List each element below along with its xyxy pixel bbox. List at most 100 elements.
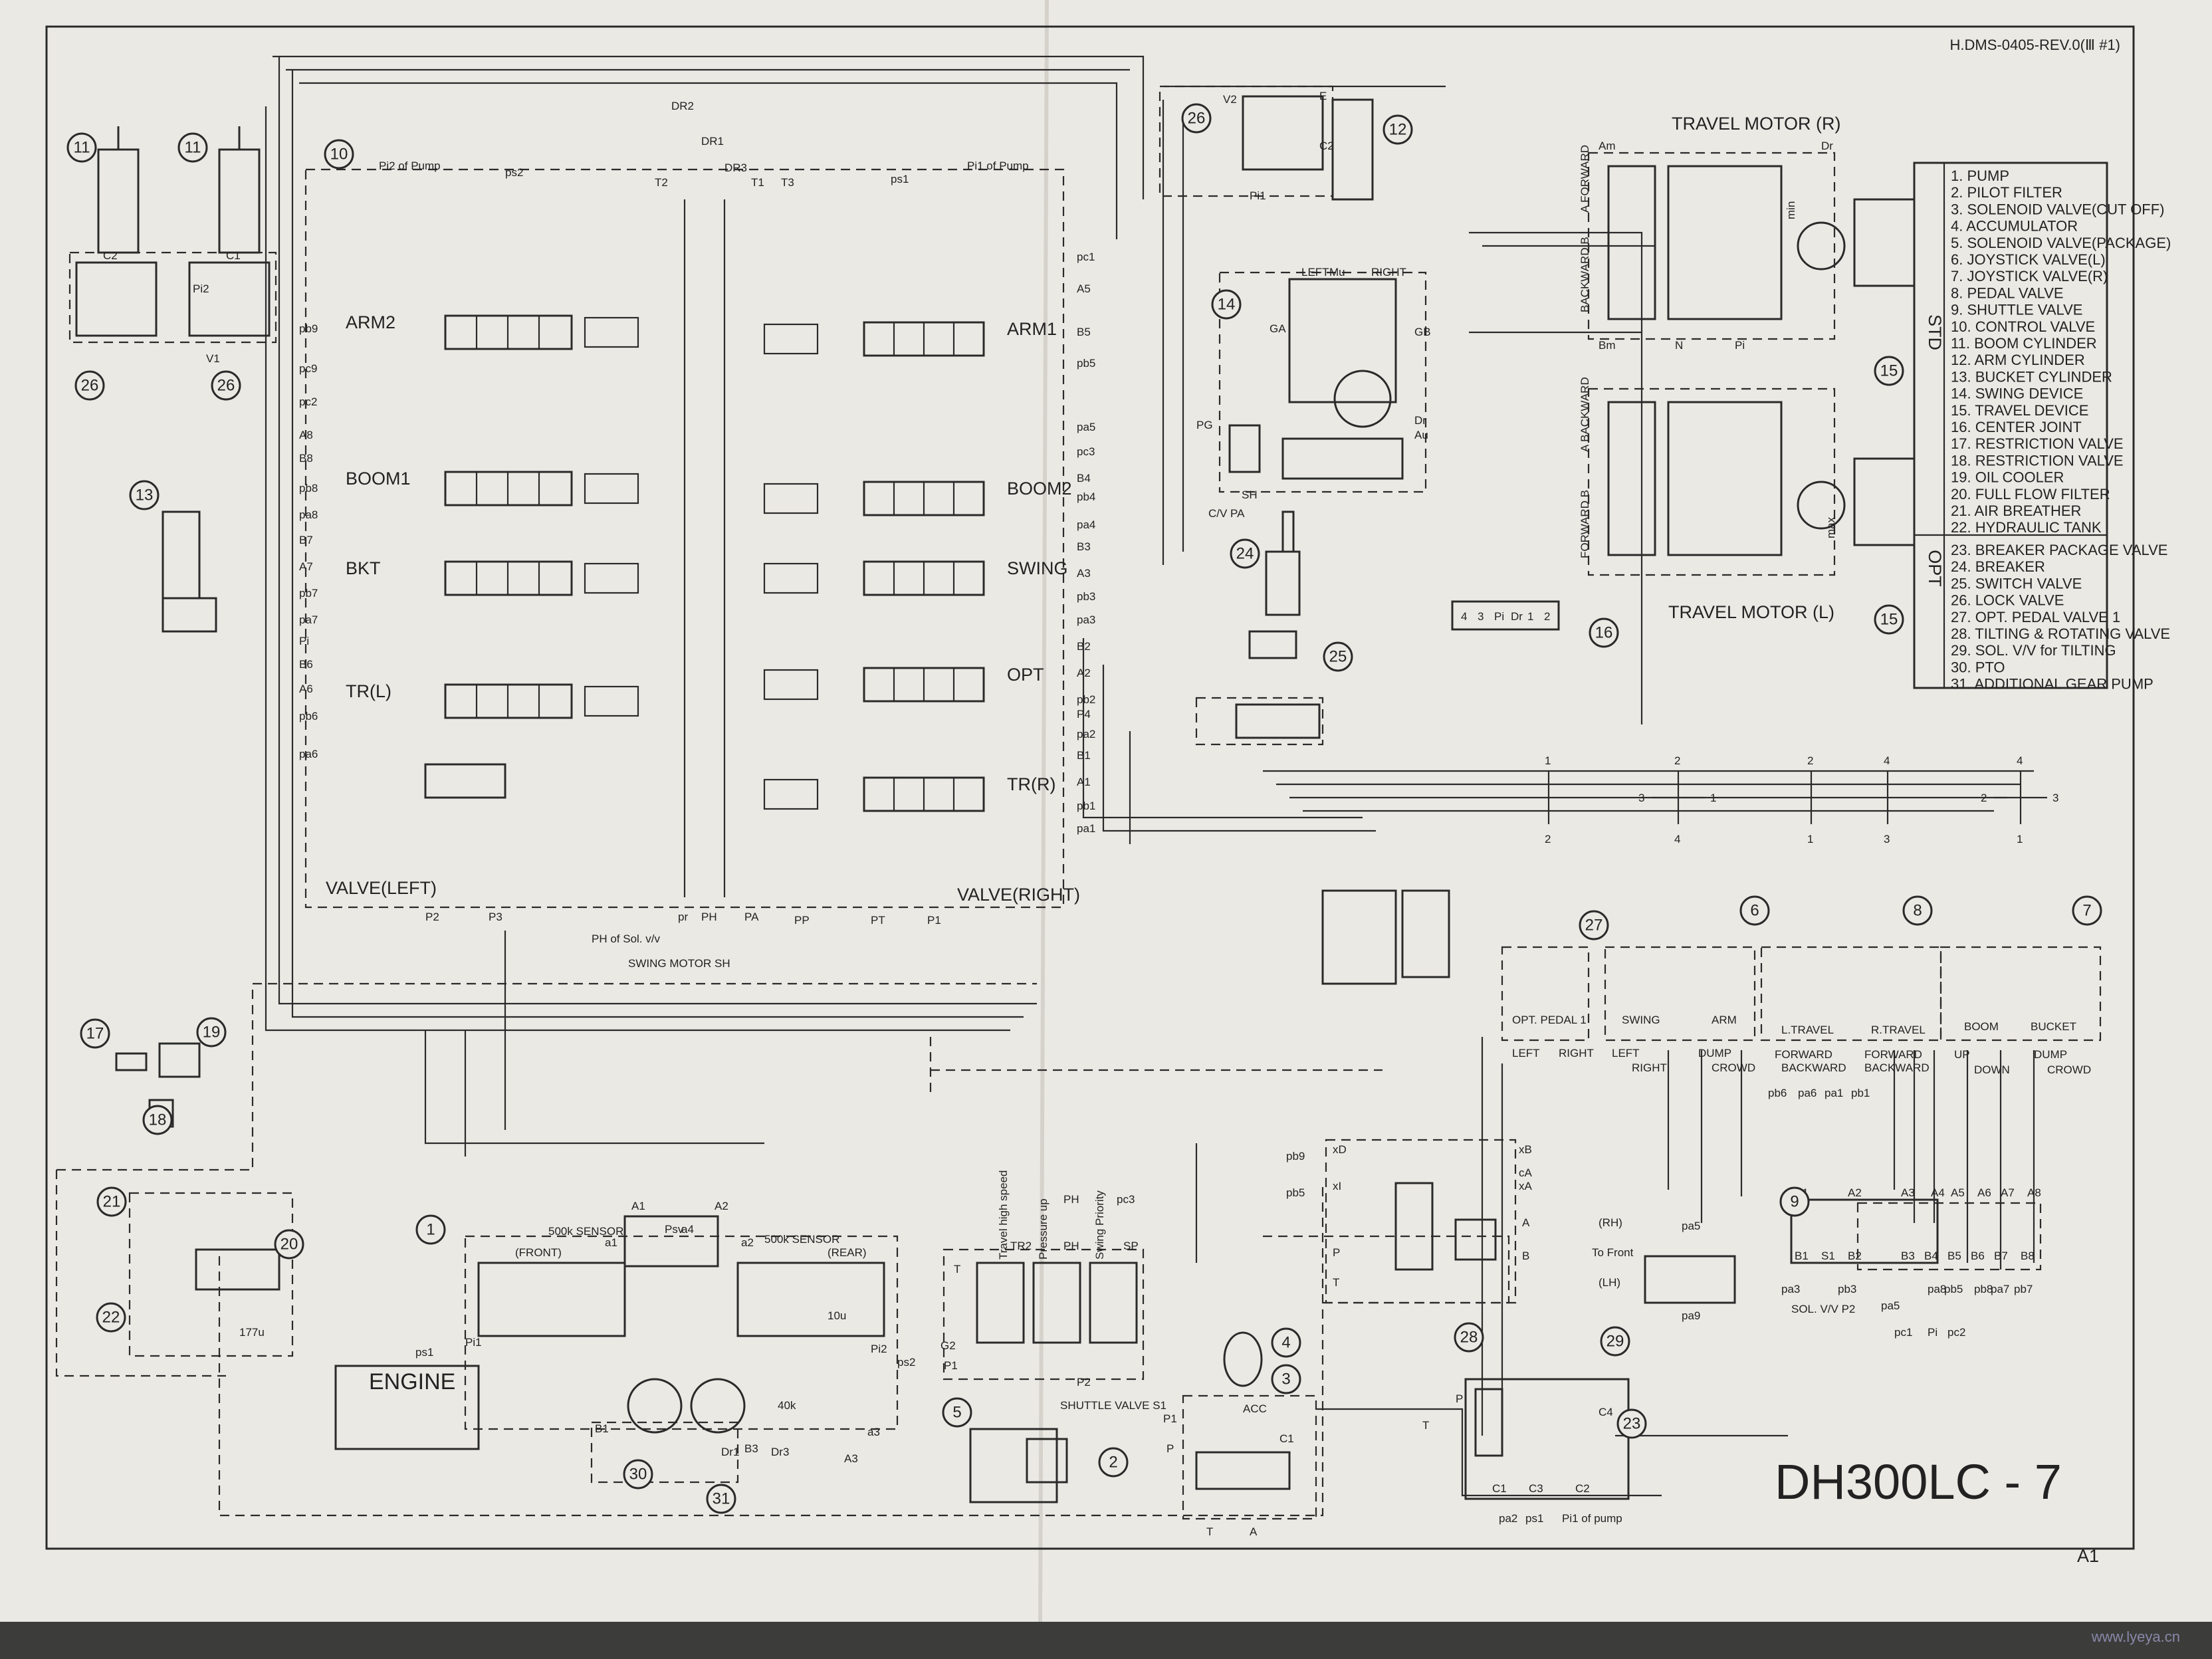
pump-port-2: Psv — [665, 1223, 684, 1236]
label-backward-r: BACKWARD — [1864, 1061, 1930, 1074]
label-sol-vv-p2: SOL. V/V P2 — [1791, 1303, 1855, 1315]
label-t: T — [1206, 1525, 1213, 1538]
label-a-backward: A BACKWARD — [1579, 377, 1591, 452]
component-number-27: 27 — [1585, 917, 1603, 935]
port-pc3: pc3 — [1077, 445, 1095, 458]
legend-item-13: 13. BUCKET CYLINDER — [1951, 368, 2112, 385]
component-bubble-6 — [1739, 895, 1770, 926]
label-a: A — [1250, 1525, 1258, 1538]
port-dr-r: Dr — [1821, 140, 1833, 152]
component-number-2: 2 — [1109, 1454, 1117, 1472]
component-bubble-12 — [1382, 114, 1413, 145]
shuttle5-port-3: Swing Priority — [1093, 1190, 1106, 1260]
shuttle5-port-11: G2 — [940, 1339, 956, 1352]
legend-item-11: 11. BOOM CYLINDER — [1951, 335, 2097, 352]
tilt-port-4: xB — [1519, 1143, 1532, 1156]
direction-left-4: 2 — [1981, 792, 1987, 804]
label-swing-motor-sh: SWING MOTOR SH — [628, 957, 730, 970]
component-bubble-10 — [324, 139, 354, 169]
component-bubble-27 — [1579, 910, 1609, 940]
pilot-filter — [969, 1428, 1068, 1503]
pump-port-5: a2 — [741, 1236, 754, 1249]
legend-item-15: 15. TRAVEL DEVICE — [1951, 402, 2088, 419]
spool-label-trl: TR(L) — [346, 681, 391, 701]
shuttle5-port-8: SP — [1123, 1240, 1139, 1252]
label-forward-b: FORWARD B — [1579, 490, 1591, 558]
cj-port-0: 4 — [1461, 610, 1467, 623]
direction-bottom-2: 1 — [1807, 833, 1813, 845]
direction-left-1: 3 — [1638, 792, 1644, 804]
port-p1: P1 — [927, 914, 941, 927]
label-right: RIGHT — [1632, 1061, 1667, 1074]
port-t1: T1 — [751, 176, 764, 189]
engine-label: ENGINE — [369, 1369, 455, 1394]
accumulator-cutoff: ACC C1 P1 P T A — [1163, 1331, 1317, 1538]
shuttle5-port-9: P1 — [944, 1359, 958, 1372]
shuttle9-b6: B6 — [1971, 1250, 1985, 1262]
swing-pg: PG — [1196, 419, 1213, 431]
component-number-26c: 26 — [217, 377, 235, 395]
component-bubble-2 — [1098, 1447, 1129, 1478]
component-number-22: 22 — [102, 1309, 120, 1327]
ports-left: pb9pc9pc2A8B8pb8pa8B7A7pb7pa7PiB6A6pb6pa… — [299, 322, 318, 760]
component-bubble-17 — [80, 1018, 110, 1049]
component-number-21: 21 — [103, 1193, 121, 1211]
legend-opt-label: OPT — [1925, 550, 1945, 587]
legend-item-30: 30. PTO — [1951, 659, 2005, 675]
shuttle9-a2: A2 — [1848, 1186, 1862, 1199]
direction-right-1: 1 — [1710, 792, 1716, 804]
component-bubble-13 — [129, 480, 160, 510]
tilt-port-12: (LH) — [1599, 1276, 1620, 1289]
component-bubble-26b — [74, 370, 105, 401]
pump-port-15: a3 — [867, 1426, 880, 1438]
legend-item-24: 24. BREAKER — [1951, 558, 2045, 575]
pump-port-7: Pi1 — [465, 1336, 482, 1349]
label-ph-sol: PH of Sol. v/v — [592, 933, 660, 945]
arm-cylinder: E C2 Pi1 V2 C2 C1 Pi2 V1 — [103, 85, 1374, 365]
component-bubble-29 — [1600, 1326, 1630, 1357]
direction-top-4: 4 — [2017, 754, 2023, 767]
port-pb3: pb3 — [1077, 590, 1095, 603]
port-dr1: DR1 — [701, 135, 724, 148]
component-number-10: 10 — [330, 146, 348, 164]
tilt-port-6: xA — [1519, 1180, 1533, 1192]
port-pa2: pa2 — [1077, 728, 1095, 740]
label-forward-l: FORWARD — [1775, 1048, 1832, 1061]
travel-motor-r: TRAVEL MOTOR (R) Am Bm Dr Pi N A FORWARD… — [1579, 114, 1916, 352]
component-bubble-15b — [1874, 604, 1904, 635]
spool-label-opt: OPT — [1007, 665, 1044, 685]
swing-au: Au — [1414, 429, 1428, 441]
component-bubble-19 — [196, 1017, 227, 1048]
port-pt: PT — [871, 914, 885, 927]
spool-label-arm1: ARM1 — [1007, 319, 1057, 339]
shuttle5-port-4: pc3 — [1117, 1193, 1135, 1206]
port-am-r: Am — [1599, 140, 1616, 152]
sensor-front: 500k SENSOR — [548, 1225, 623, 1238]
pump-port-9: ps2 — [897, 1356, 915, 1369]
joystick-area: OPT. PEDAL 1 LEFT RIGHT SWING ARM LEFT R… — [1321, 889, 2102, 1099]
legend-item-10: 10. CONTROL VALVE — [1951, 318, 2095, 335]
component-number-11a: 11 — [74, 139, 90, 157]
boom-cylinders — [68, 126, 277, 344]
port-c2: C2 — [1319, 140, 1334, 152]
shuttle9-bottom-pa7: pa7 — [1991, 1283, 2009, 1295]
shuttle5-port-0: Travel high speed — [997, 1170, 1010, 1260]
shuttle9-bottom-pa3: pa3 — [1781, 1283, 1800, 1295]
cj-port-3: Dr — [1511, 610, 1523, 623]
port-e: E — [1319, 90, 1327, 102]
label-left: LEFT — [1612, 1047, 1640, 1059]
spool-label-bkt: BKT — [346, 558, 381, 578]
port-b8: B8 — [299, 452, 313, 465]
port-pb8: pb8 — [299, 482, 318, 495]
shuttle9-bottom-pb8: pb8 — [1974, 1283, 1993, 1295]
breaker — [1248, 510, 1301, 659]
shuttle9-b3: B3 — [1901, 1250, 1915, 1262]
shuttle9-bottom-pi: Pi — [1928, 1326, 1937, 1339]
control-valve: VALVE(LEFT) VALVE(RIGHT) Pi2 of Pump Pi1… — [299, 100, 1095, 970]
pump-port-13: B3 — [744, 1442, 758, 1455]
component-number-4: 4 — [1281, 1334, 1290, 1352]
swing-sh: SH — [1242, 489, 1258, 501]
